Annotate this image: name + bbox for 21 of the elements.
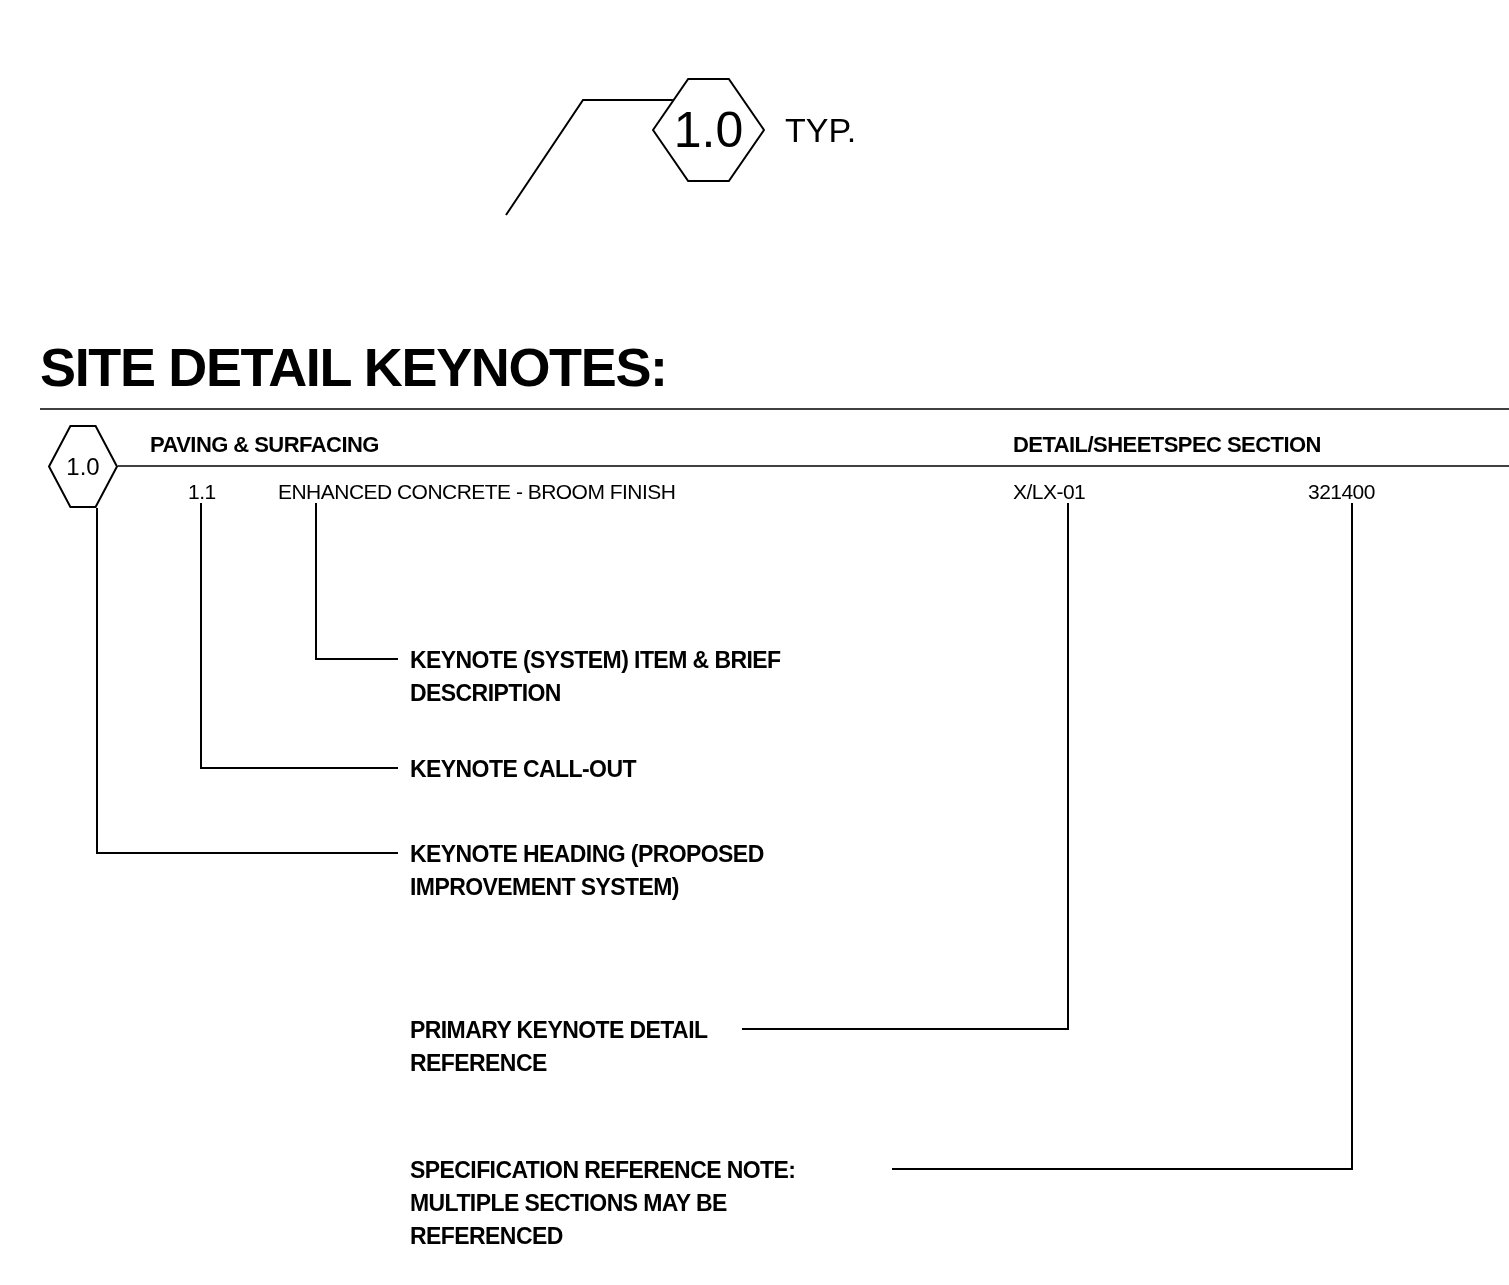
annotation-text: KEYNOTE CALL-OUT	[410, 753, 710, 786]
leader-line	[891, 502, 1353, 1170]
leader-line	[741, 502, 1069, 1030]
detail-reference: X/LX-01	[1013, 476, 1105, 508]
title: SITE DETAIL KEYNOTES:	[40, 340, 667, 394]
leader-line	[200, 502, 399, 769]
annotation-text: SPECIFICATION REFERENCE NOTE: MULTIPLE SECTIONS MAY BE REFERENCED	[410, 1154, 880, 1253]
leader-line	[315, 502, 399, 660]
hexagon-callout: 1.0	[652, 78, 765, 182]
leader-line	[505, 99, 674, 216]
column-heading: DETAIL/SHEETSPEC SECTION	[1013, 431, 1321, 459]
annotation-text: PRIMARY KEYNOTE DETAIL REFERENCE	[410, 1014, 730, 1080]
annotation-text: KEYNOTE HEADING (PROPOSED IMPROVEMENT SYSTEM)	[410, 838, 810, 904]
hexagon-callout: 1.0	[48, 425, 118, 508]
keynote-description: ENHANCED CONCRETE - BROOM FINISH	[278, 476, 718, 508]
leader-line	[96, 507, 399, 854]
column-heading: PAVING & SURFACING	[150, 431, 379, 459]
typical-note: TYP.	[785, 113, 857, 147]
annotation-text: KEYNOTE (SYSTEM) ITEM & BRIEF DESCRIPTION	[410, 644, 810, 710]
spec-section-number: 321400	[1308, 476, 1388, 508]
keynote-number: 1.1	[188, 476, 218, 508]
